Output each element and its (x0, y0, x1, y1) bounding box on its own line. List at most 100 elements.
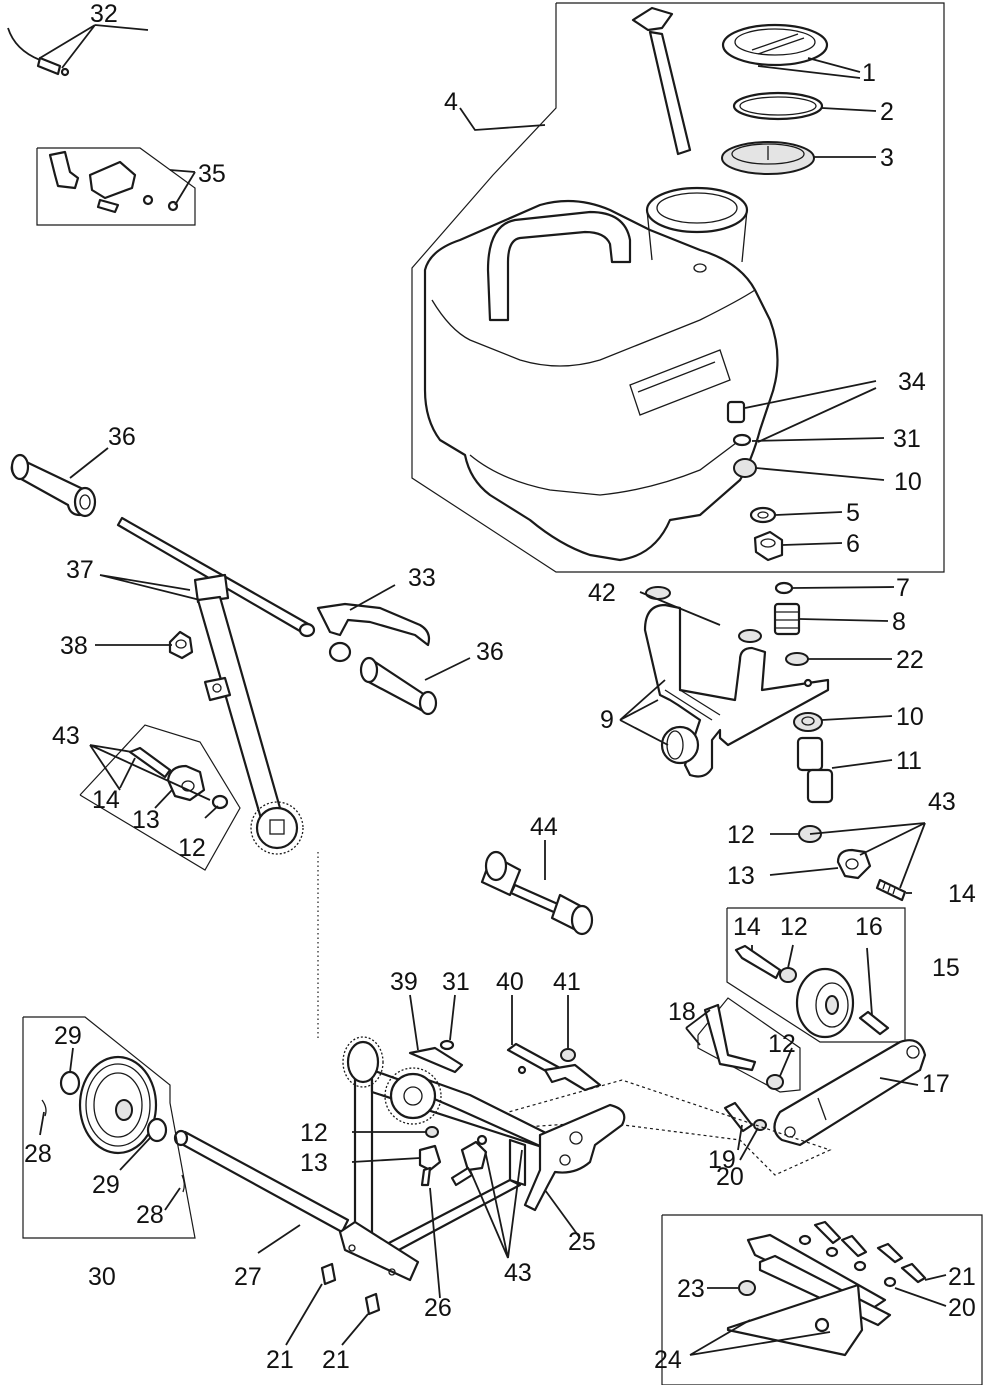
part-scraper-group-24-frame (661, 1214, 983, 1385)
part-fuel-tank (423, 186, 779, 562)
label-22: 22 (896, 646, 924, 674)
part-lever-group-18-frame (697, 997, 801, 1093)
part-ring-29-upper (59, 1070, 81, 1096)
tank-group-frame (411, 2, 945, 573)
label-43-left: 43 (52, 722, 80, 750)
part-wheel-15 (795, 967, 855, 1039)
label-21-right: 21 (948, 1263, 976, 1291)
label-11: 11 (896, 747, 922, 775)
label-36-left: 36 (108, 423, 136, 451)
label-42: 42 (588, 579, 616, 607)
part-tank-lid (721, 23, 829, 67)
label-20-scraper: 20 (948, 1294, 976, 1322)
part-plug-23 (738, 1280, 756, 1296)
part-wheel-group-30-frame (22, 1016, 196, 1239)
part-oring-7 (774, 581, 794, 595)
label-30: 30 (88, 1263, 116, 1291)
part-nut-41 (560, 1048, 576, 1062)
part-cable-32 (7, 27, 70, 77)
part-gear-upper (250, 801, 304, 855)
part-grip-36-right (359, 656, 438, 716)
label-8: 8 (892, 608, 906, 636)
part-scraper-24 (726, 1233, 892, 1357)
part-spacer-11 (796, 736, 834, 804)
part-pin-28-upper (41, 1099, 47, 1117)
label-31-lower: 31 (442, 968, 470, 996)
label-27: 27 (234, 1263, 262, 1291)
label-32: 32 (90, 0, 118, 28)
label-13-lower: 13 (300, 1149, 328, 1177)
part-seal-ring (732, 91, 824, 121)
part-gear-lower-left (342, 1036, 384, 1088)
part-washers-20-scraper (798, 1234, 897, 1288)
part-nut-6 (753, 530, 784, 562)
part-clip-35 (48, 150, 179, 214)
label-31-upper: 31 (893, 425, 921, 453)
part-axle-27 (173, 1129, 420, 1282)
part-bolt-14-right (875, 878, 907, 902)
part-knob-13-right (836, 848, 872, 880)
label-18: 18 (668, 998, 696, 1026)
label-7: 7 (896, 574, 910, 602)
part-screw-21-mid (364, 1292, 381, 1316)
part-handlebar-37 (116, 516, 316, 824)
label-1: 1 (862, 59, 876, 87)
label-12-right: 12 (727, 821, 755, 849)
part-bracket-25 (523, 1103, 626, 1212)
label-39: 39 (390, 968, 418, 996)
part-bolt-14-wheel (734, 944, 782, 980)
label-28-lower: 28 (136, 1201, 164, 1229)
label-29-upper: 29 (54, 1022, 82, 1050)
part-axle-16 (858, 1010, 890, 1036)
part-bolt-14-left (128, 746, 172, 779)
label-17: 17 (922, 1070, 950, 1098)
label-28-upper: 28 (24, 1140, 52, 1168)
label-13-right: 13 (727, 862, 755, 890)
label-36-right: 36 (476, 638, 504, 666)
label-13-left: 13 (132, 806, 160, 834)
part-gear-lower-right (384, 1067, 442, 1125)
part-filter-basket (721, 141, 815, 175)
label-10-lower: 10 (896, 703, 924, 731)
label-15: 15 (932, 954, 960, 982)
label-14-left: 14 (92, 786, 120, 814)
part-dipstick (631, 6, 692, 156)
label-34: 34 (898, 368, 926, 396)
part-washer-5 (749, 506, 777, 524)
part-knob-group-43-lower (450, 1134, 488, 1187)
part-washer-22 (785, 652, 809, 666)
label-38: 38 (60, 632, 88, 660)
label-24: 24 (654, 1346, 682, 1374)
part-bolt-19 (723, 1101, 754, 1133)
label-41: 41 (553, 968, 581, 996)
guide-outline-17 (497, 1079, 832, 1176)
part-number-labels: 1 2 3 4 34 31 10 5 6 7 42 8 22 9 10 11 4… (24, 0, 976, 1374)
label-4: 4 (444, 88, 458, 116)
label-29-lower: 29 (92, 1171, 120, 1199)
part-nut-10 (793, 712, 823, 732)
label-43-right: 43 (928, 788, 956, 816)
label-10-upper: 10 (894, 468, 922, 496)
part-knob-group-43-frame (79, 724, 241, 871)
part-screw-21-left (320, 1262, 337, 1286)
label-12-left: 12 (178, 834, 206, 862)
part-screws-21-scraper (813, 1220, 927, 1284)
label-19: 19 (708, 1146, 736, 1174)
label-9: 9 (600, 706, 614, 734)
label-2: 2 (880, 98, 894, 126)
part-washer-12-lever (766, 1074, 784, 1090)
part-lever-33 (316, 602, 431, 663)
part-washer-12-lower (425, 1126, 439, 1138)
label-33: 33 (408, 564, 436, 592)
label-3: 3 (880, 144, 894, 172)
label-21-left: 21 (266, 1346, 294, 1374)
part-ring-29-lower (146, 1117, 168, 1143)
part-knob-13-lower (418, 1144, 442, 1187)
part-front-bracket-9 (643, 603, 830, 778)
part-roller-44 (480, 850, 594, 936)
part-washer-12-left (211, 794, 229, 810)
label-12-lower: 12 (300, 1119, 328, 1147)
part-pulley-30 (78, 1055, 158, 1155)
part-lever-18 (703, 1003, 757, 1072)
